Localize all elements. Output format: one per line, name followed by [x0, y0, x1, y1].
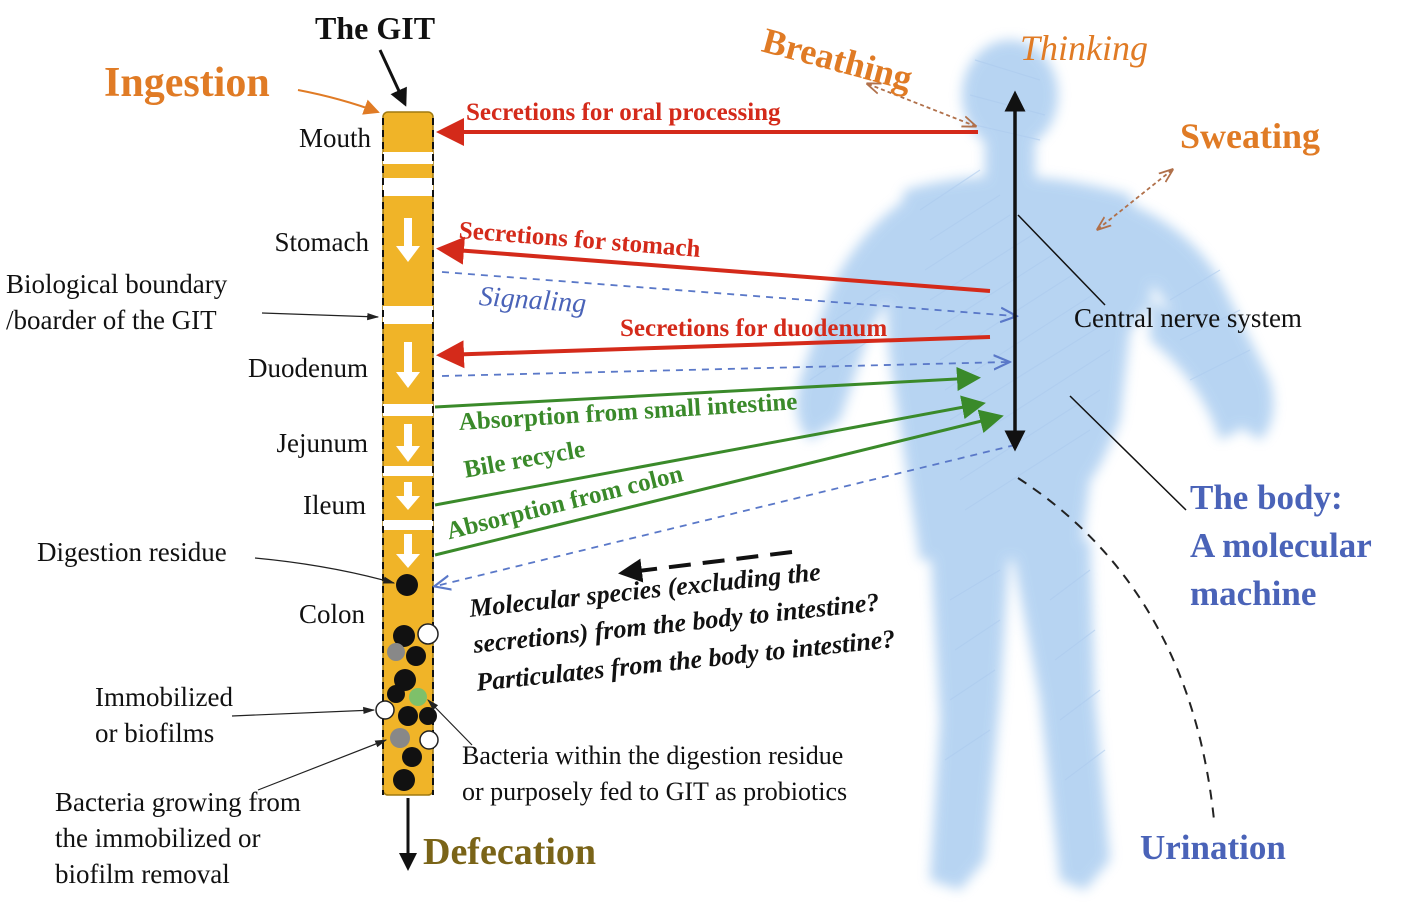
separator-mouth-stomach-b [383, 178, 433, 196]
git-title-pointer [378, 49, 407, 107]
bacteria-growing-line3: biofilm removal [55, 859, 230, 889]
molecular-species-arrow [618, 550, 793, 583]
arrow-secretions-stomach [436, 236, 991, 293]
signaling-duodenum [441, 362, 1008, 377]
git-title: The GIT [315, 10, 436, 46]
secretion-arrows [436, 118, 991, 369]
secretions-duodenum-label: Secretions for duodenum [620, 315, 888, 342]
signaling-stomach [441, 271, 1015, 316]
boundary-label-line2: /boarder of the GIT [6, 305, 217, 335]
separator-stomach-duodenum [383, 306, 433, 324]
sweating-arrow [1098, 170, 1172, 229]
flow-arrow-stomach [396, 218, 420, 262]
body-label-line3: machine [1190, 574, 1317, 613]
arrow-bile-recycle [434, 395, 986, 507]
flow-arrows [396, 218, 420, 568]
secretions-oral-label: Secretions for oral processing [466, 99, 781, 126]
absorption-arrows [434, 366, 1004, 557]
flow-arrow-ileum [396, 482, 420, 510]
flow-arrow-duodenum [396, 342, 420, 388]
signaling-label: Signaling [477, 281, 588, 320]
cns-label: Central nerve system [1074, 303, 1302, 333]
separator-mouth-stomach-a [383, 152, 433, 164]
arrow-absorption-colon [434, 409, 1004, 557]
jejunum-label: Jejunum [276, 428, 369, 458]
defecation-label: Defecation [423, 831, 597, 873]
immobilized-label-line2: or biofilms [95, 718, 215, 748]
human-figure [796, 40, 1274, 890]
bacteria-growing-line2: the immobilized or [55, 823, 261, 853]
residue-pointer [254, 557, 396, 584]
label-pointers [231, 312, 473, 791]
urination-curve [1017, 477, 1215, 821]
duodenum-label: Duodenum [248, 353, 368, 383]
bacteria-growing-line1: Bacteria growing from [55, 787, 301, 817]
immobilized-label-line1: Immobilized [95, 682, 233, 712]
bacteria-growing-pointer [257, 739, 388, 791]
separator-ileum-colon [383, 520, 433, 530]
arrow-absorption-small [434, 366, 981, 409]
ileum-label: Ileum [303, 490, 366, 520]
flow-arrow-colon [396, 534, 420, 568]
boundary-pointer [261, 312, 380, 321]
body-label-line1: The body: [1190, 478, 1343, 517]
cns-pointer [1017, 214, 1106, 306]
separator-jejunum-ileum [383, 466, 433, 476]
colon-label: Colon [298, 599, 365, 629]
colon-particles [375, 574, 439, 791]
bacteria-within-line2: or purposely fed to GIT as probiotics [462, 777, 848, 806]
ingestion-pointer [297, 89, 380, 115]
thinking-label: Thinking [1020, 28, 1149, 68]
git-tube [375, 111, 439, 796]
digestion-residue-label: Digestion residue [37, 537, 227, 567]
separator-duodenum-jejunum [383, 404, 433, 416]
stomach-label: Stomach [274, 227, 370, 257]
sweating-label: Sweating [1180, 116, 1321, 156]
immobilized-pointer [231, 706, 376, 717]
signaling-colon [436, 444, 1016, 586]
arrow-secretions-duodenum [436, 335, 991, 369]
bacteria-within-line1: Bacteria within the digestion residue [462, 741, 844, 770]
bacteria-within-pointer [427, 699, 473, 746]
signaling-arrows [436, 271, 1016, 586]
ingestion-label: Ingestion [104, 60, 270, 106]
body-label-line2: A molecular [1190, 526, 1372, 565]
urination-label: Urination [1140, 828, 1286, 867]
boundary-label-line1: Biological boundary [6, 269, 228, 299]
mouth-label: Mouth [298, 123, 371, 153]
flow-arrow-jejunum [396, 424, 420, 462]
body-pointer [1069, 395, 1187, 511]
breathing-arrow [868, 84, 975, 126]
